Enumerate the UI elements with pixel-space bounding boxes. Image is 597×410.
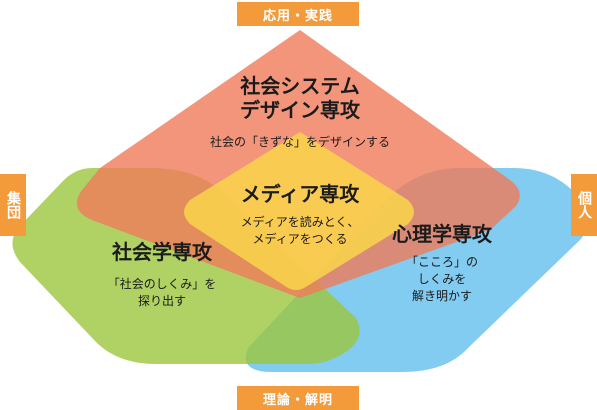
media-course-label: メディア専攻 メディアを読みとく、 メディアをつくる	[200, 182, 400, 248]
axis-group: 集団	[0, 174, 26, 236]
media-subtitle-line2: メディアをつくる	[252, 232, 348, 246]
sociology-title: 社会学専攻	[112, 240, 212, 264]
axis-individual: 個人	[571, 174, 597, 236]
axis-theory-explanation: 理論・解明	[237, 386, 359, 410]
sociology-subtitle-line1: 「社会のしくみ」を	[107, 277, 217, 291]
psychology-title: 心理学専攻	[392, 222, 492, 246]
design-title-line2: デザイン専攻	[240, 98, 360, 122]
psychology-course-label: 心理学専攻 「こころ」の しくみを 解き明かす	[362, 222, 522, 305]
axis-group-label: 集団	[5, 191, 21, 219]
media-region	[184, 132, 414, 290]
psychology-subtitle-line3: 解き明かす	[411, 289, 472, 303]
media-subtitle-line1: メディアを読みとく、	[240, 215, 360, 229]
design-subtitle: 社会の「きずな」をデザインする	[209, 135, 390, 149]
sociology-subtitle-line2: 探り出す	[137, 294, 186, 308]
sociology-course-label: 社会学専攻 「社会のしくみ」を 探り出す	[82, 240, 242, 310]
design-title-line1: 社会システム	[240, 74, 360, 98]
axis-applied-practice: 応用・実践	[237, 2, 359, 26]
media-title: メディア専攻	[240, 182, 360, 206]
design-course-label: 社会システム デザイン専攻 社会の「きずな」をデザインする	[180, 74, 420, 151]
psychology-subtitle-line1: 「こころ」の	[405, 255, 478, 269]
axis-individual-label: 個人	[576, 191, 592, 219]
psychology-subtitle-line2: しくみを	[417, 272, 467, 286]
